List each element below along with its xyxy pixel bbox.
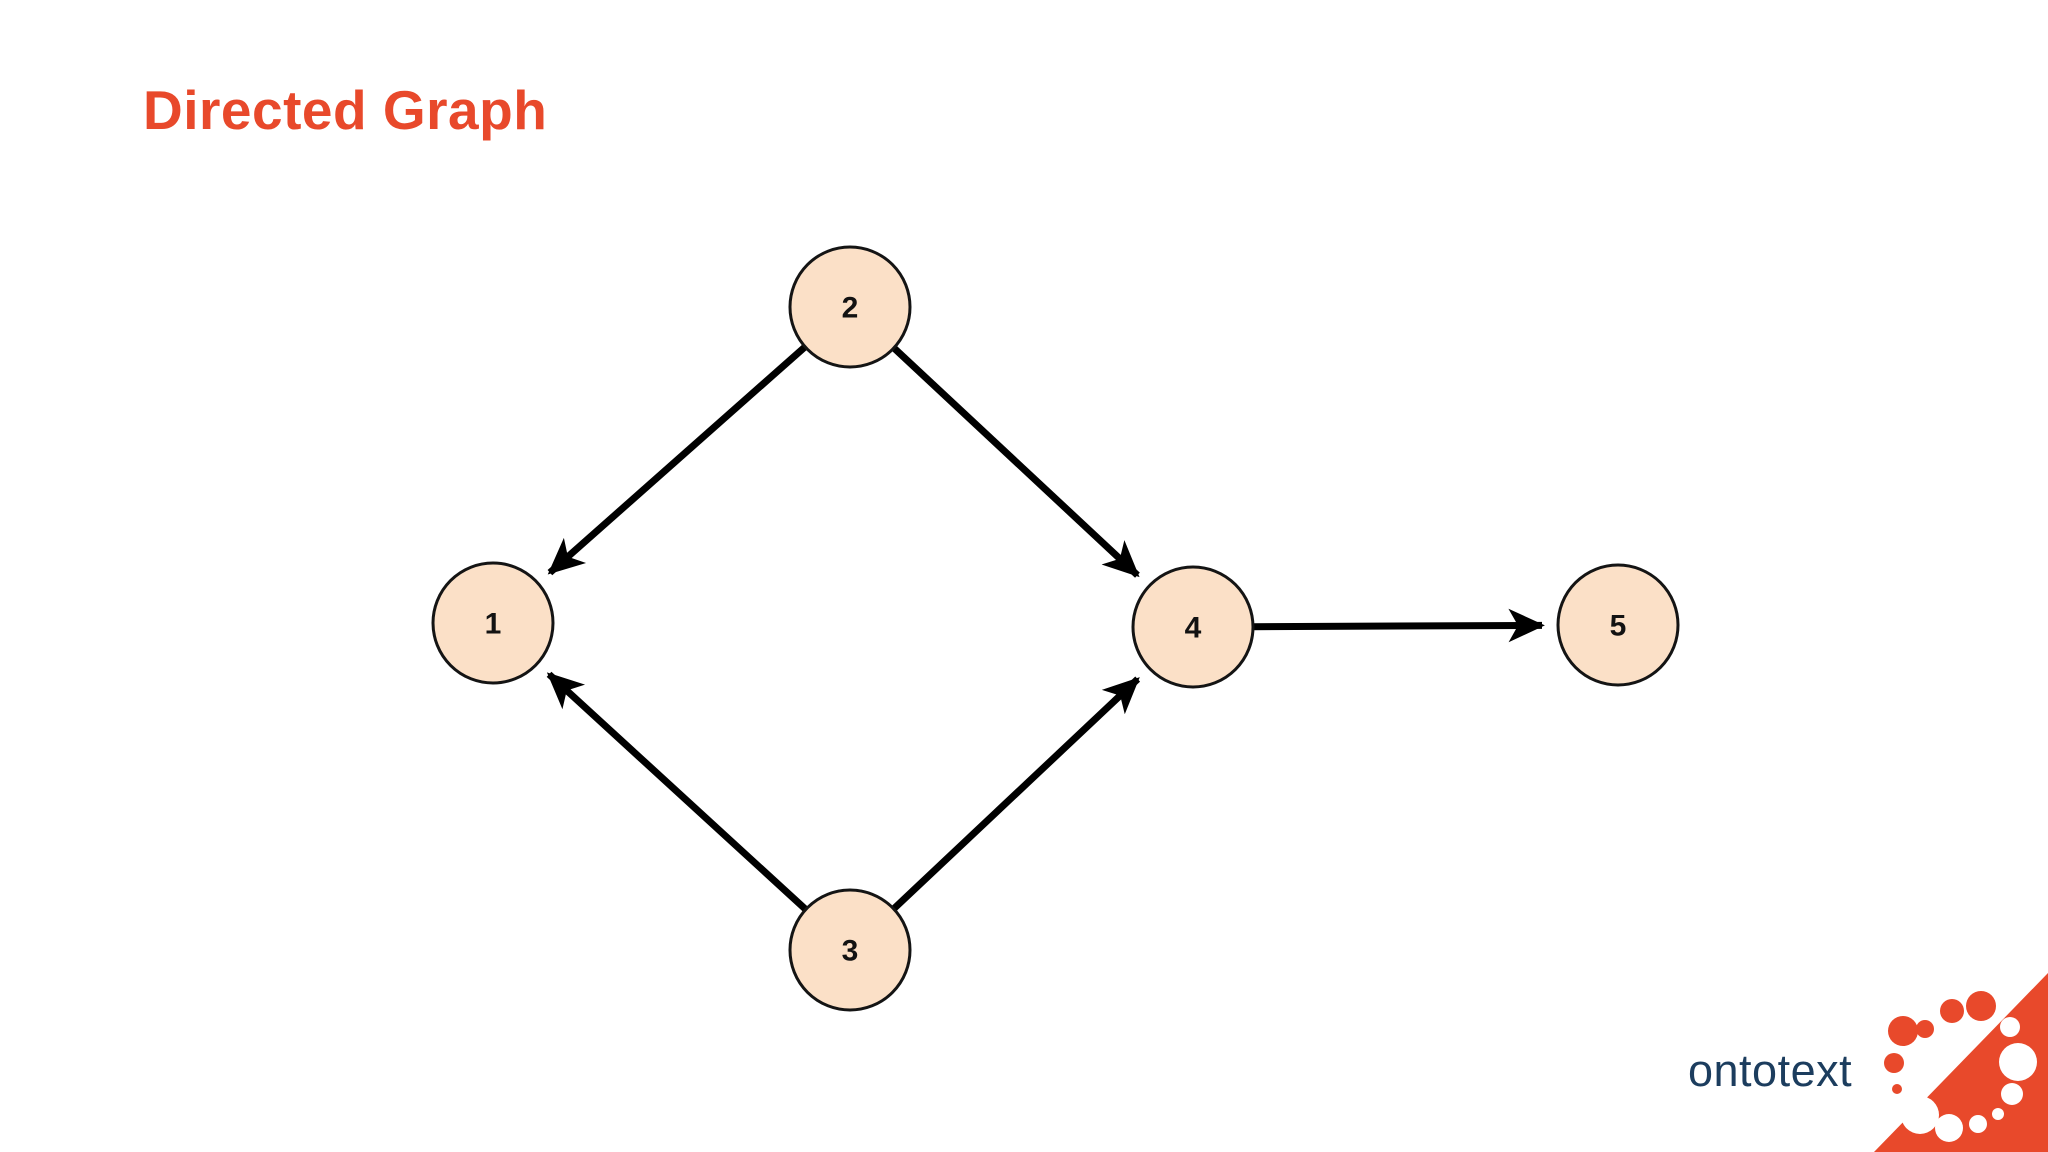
node-circle-4[interactable] <box>1131 565 1255 689</box>
graph-node-2[interactable]: 2 <box>788 245 912 369</box>
graph-node-3[interactable]: 3 <box>788 888 912 1012</box>
node-circle-1[interactable] <box>431 561 555 685</box>
graph-edge-group <box>546 342 1545 914</box>
edge-2-to-1[interactable] <box>547 342 809 576</box>
node-label-5: 5 <box>1610 610 1627 643</box>
edge-3-to-4[interactable] <box>889 676 1141 913</box>
graph-node-4[interactable]: 4 <box>1131 565 1255 689</box>
graph-node-5[interactable]: 5 <box>1556 563 1680 687</box>
ontotext-wordmark: ontotext <box>1688 1045 1853 1096</box>
edge-3-to-1[interactable] <box>546 671 810 914</box>
node-circle-2[interactable] <box>788 245 912 369</box>
graph-node-group: 1 2 3 4 5 <box>431 245 1680 1012</box>
page-title: Directed Graph <box>143 79 548 141</box>
node-label-1: 1 <box>485 608 502 641</box>
node-label-3: 3 <box>842 935 859 968</box>
edge-4-to-5[interactable] <box>1250 608 1545 643</box>
node-circle-5[interactable] <box>1556 563 1680 687</box>
ontotext-logo[interactable]: ontotext <box>1688 965 2048 1152</box>
logo-white-dots <box>1901 1017 2037 1142</box>
node-circle-3[interactable] <box>788 888 912 1012</box>
ontotext-triangle-mark <box>1874 973 2048 1152</box>
logo-orange-dots <box>1884 991 1996 1094</box>
edge-2-to-4[interactable] <box>890 344 1140 578</box>
node-label-2: 2 <box>842 292 859 325</box>
node-label-4: 4 <box>1185 612 1202 645</box>
graph-node-1[interactable]: 1 <box>431 561 555 685</box>
